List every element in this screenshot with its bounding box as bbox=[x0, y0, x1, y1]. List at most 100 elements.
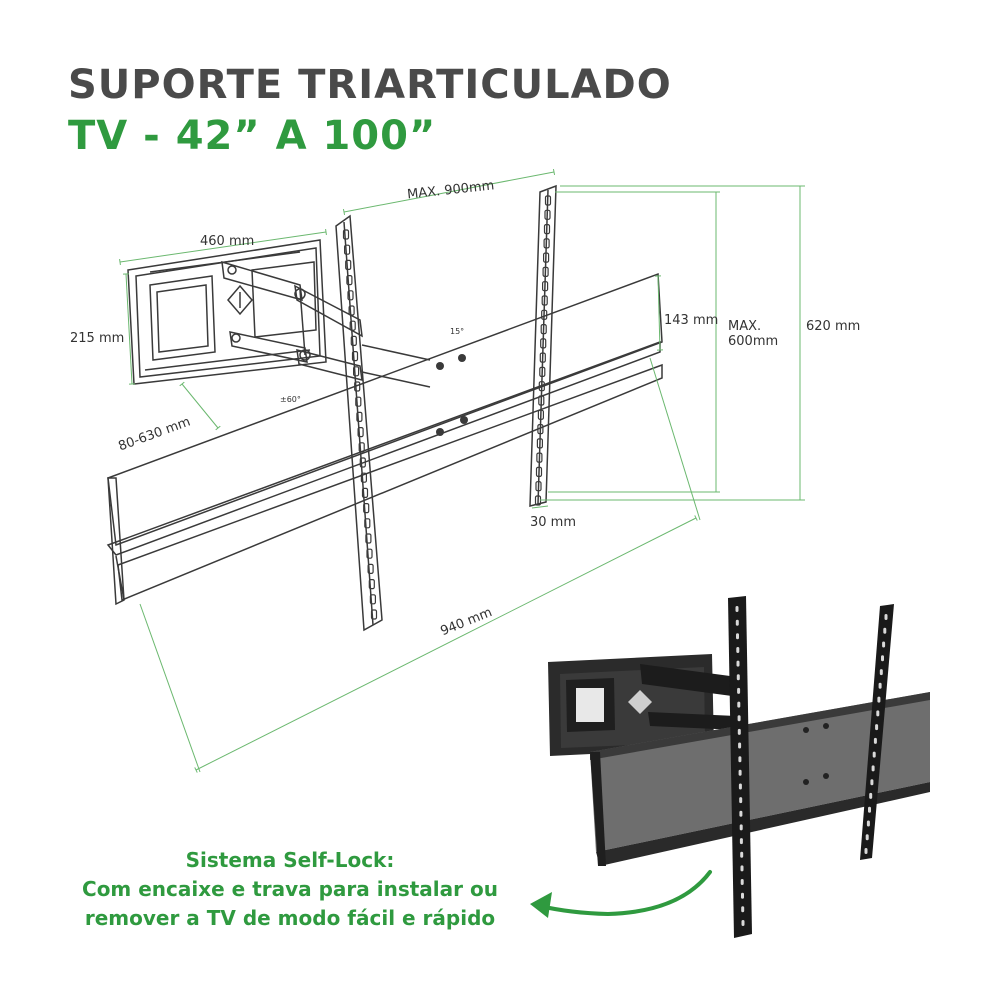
right-bracket-slots bbox=[534, 195, 552, 506]
bracket-slot bbox=[741, 906, 745, 913]
arrow-left-curved-icon bbox=[530, 870, 712, 918]
bracket-slot bbox=[363, 503, 370, 514]
page-title: SUPORTE TRIARTICULADO bbox=[68, 62, 672, 108]
horizontal-rails-drawing bbox=[106, 272, 663, 606]
bracket-slot bbox=[875, 724, 879, 731]
bracket-slot bbox=[536, 438, 544, 449]
bracket-slot bbox=[353, 366, 360, 377]
bracket-slot bbox=[735, 619, 739, 626]
bracket-slot bbox=[542, 266, 549, 277]
bracket-slot bbox=[538, 381, 545, 392]
bracket-slot bbox=[741, 920, 745, 926]
dim-extension: 80-630 mm bbox=[116, 414, 192, 454]
bracket-slot bbox=[737, 715, 741, 722]
bracket-slot bbox=[738, 756, 742, 763]
bracket-slot bbox=[357, 427, 364, 438]
bracket-slot bbox=[866, 820, 870, 827]
self-lock-caption: Sistema Self-Lock: Com encaixe e trava p… bbox=[60, 846, 520, 933]
dim-swivel: ±60° bbox=[280, 395, 301, 404]
dimension-lines bbox=[119, 168, 805, 773]
dim-tilt: 15° bbox=[450, 327, 464, 336]
bracket-slot bbox=[360, 472, 367, 483]
bracket-slot bbox=[543, 224, 551, 235]
bracket-slot bbox=[737, 701, 741, 708]
bracket-slot bbox=[876, 710, 880, 717]
right-vertical-bracket-drawing bbox=[529, 184, 557, 507]
bracket-slot bbox=[871, 765, 875, 772]
bracket-slot bbox=[348, 305, 355, 316]
bracket-slot bbox=[350, 335, 357, 346]
bracket-slot bbox=[884, 614, 888, 620]
bracket-slot bbox=[741, 892, 744, 899]
bracket-slot bbox=[355, 396, 362, 407]
render-right-bracket-holes bbox=[864, 614, 888, 854]
bracket-slot bbox=[537, 424, 544, 435]
bracket-slot bbox=[740, 879, 744, 885]
dim-max-600-line2: 600mm bbox=[728, 334, 778, 349]
bracket-slot bbox=[347, 290, 354, 301]
render-left-bracket-holes bbox=[735, 606, 745, 926]
bracket-slot bbox=[535, 466, 543, 477]
caption-heading: Sistema Self-Lock: bbox=[185, 848, 395, 872]
technical-drawing bbox=[106, 184, 663, 632]
rail-bolts bbox=[436, 354, 468, 436]
bracket-slot bbox=[345, 259, 352, 270]
bracket-slot bbox=[739, 810, 743, 817]
bracket-slot bbox=[737, 687, 741, 694]
dim-143: 143 mm bbox=[664, 313, 718, 328]
bracket-slot bbox=[342, 229, 350, 240]
bracket-slot bbox=[738, 769, 742, 776]
bracket-slot bbox=[539, 352, 546, 363]
bracket-slot bbox=[868, 806, 871, 813]
bracket-slot bbox=[739, 797, 743, 804]
bracket-slot bbox=[869, 792, 873, 799]
articulated-arms-drawing bbox=[221, 260, 431, 388]
dim-460: 460 mm bbox=[200, 234, 254, 249]
bracket-slot bbox=[540, 338, 547, 349]
left-vertical-bracket-drawing bbox=[335, 214, 383, 632]
bracket-slot bbox=[736, 660, 740, 667]
bracket-slot bbox=[737, 728, 741, 735]
bracket-slot bbox=[541, 309, 548, 320]
bracket-slot bbox=[543, 238, 550, 249]
bracket-slot bbox=[738, 742, 742, 749]
bracket-slot bbox=[354, 381, 361, 392]
bracket-slot bbox=[346, 275, 353, 286]
bracket-slot bbox=[865, 834, 869, 841]
bracket-slot bbox=[870, 779, 874, 786]
bracket-slot bbox=[358, 442, 365, 453]
bracket-slot bbox=[739, 838, 743, 845]
bracket-slot bbox=[738, 783, 742, 790]
bracket-slot bbox=[736, 647, 740, 653]
bracket-slot bbox=[883, 627, 887, 634]
bracket-slot bbox=[541, 281, 549, 292]
bracket-slot bbox=[361, 487, 369, 498]
bracket-slot bbox=[539, 366, 546, 377]
caption-line-3: remover a TV de modo fácil e rápido bbox=[84, 906, 496, 930]
bracket-slot bbox=[877, 696, 881, 703]
dim-620: 620 mm bbox=[806, 319, 860, 334]
bracket-slot bbox=[739, 824, 743, 831]
dim-max-900: MAX. 900mm bbox=[407, 178, 496, 202]
bracket-slot bbox=[879, 669, 883, 676]
dimension-labels: 460 mm 215 mm 80-630 mm ±60° 15° MAX. 90… bbox=[70, 178, 860, 639]
bracket-slot bbox=[872, 751, 876, 758]
bracket-slot bbox=[873, 737, 877, 744]
caption-line-2: Com encaixe e trava para instalar ou bbox=[82, 877, 498, 901]
bracket-slot bbox=[541, 295, 548, 306]
bracket-slot bbox=[540, 324, 547, 335]
bracket-slot bbox=[878, 682, 882, 689]
bracket-slot bbox=[344, 244, 351, 255]
page-subtitle: TV - 42” A 100” bbox=[68, 113, 437, 159]
bracket-slot bbox=[359, 457, 366, 468]
bracket-slot bbox=[740, 851, 744, 858]
bracket-slot bbox=[736, 674, 740, 681]
bracket-slot bbox=[882, 641, 886, 648]
product-render bbox=[548, 596, 930, 938]
bracket-slot bbox=[351, 351, 359, 362]
bracket-slot bbox=[881, 655, 884, 662]
bracket-slot bbox=[864, 848, 868, 854]
bracket-slot bbox=[538, 395, 545, 406]
bracket-slot bbox=[537, 409, 545, 420]
